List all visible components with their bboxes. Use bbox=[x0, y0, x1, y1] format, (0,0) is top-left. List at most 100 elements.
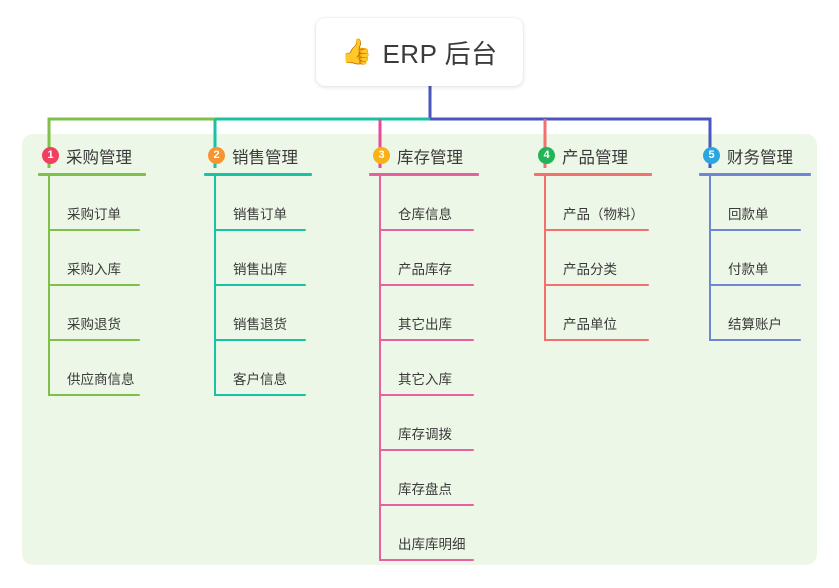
leaf-item-label: 产品库存 bbox=[398, 262, 452, 277]
leaf-item-label: 产品单位 bbox=[563, 317, 617, 332]
leaf-item-label: 销售订单 bbox=[233, 207, 287, 222]
branch-header-2[interactable]: 2 销售管理 bbox=[204, 143, 356, 168]
branch-header-rule-3 bbox=[369, 173, 479, 176]
branch-item-list-5: 回款单付款单结算账户 bbox=[699, 176, 839, 341]
leaf-item[interactable]: 其它入库 bbox=[369, 341, 521, 396]
branch-item-list-2: 销售订单销售出库销售退货客户信息 bbox=[204, 176, 356, 396]
leaf-item[interactable]: 产品库存 bbox=[369, 231, 521, 286]
leaf-item[interactable]: 销售退货 bbox=[204, 286, 356, 341]
leaf-item-rule bbox=[214, 284, 306, 286]
branch-header-rule-2 bbox=[204, 173, 312, 176]
leaf-item-rule bbox=[214, 394, 306, 396]
branch-spine-3 bbox=[379, 176, 381, 561]
leaf-item-label: 销售出库 bbox=[233, 262, 287, 277]
branch-column-1: 1 采购管理采购订单采购入库采购退货供应商信息 bbox=[38, 143, 190, 396]
leaf-item-label: 销售退货 bbox=[233, 317, 287, 332]
branch-header-1[interactable]: 1 采购管理 bbox=[38, 143, 190, 168]
leaf-item-rule bbox=[379, 394, 474, 396]
branch-badge-5: 5 bbox=[703, 147, 720, 164]
leaf-item[interactable]: 供应商信息 bbox=[38, 341, 190, 396]
branch-badge-1: 1 bbox=[42, 147, 59, 164]
leaf-item[interactable]: 产品（物料） bbox=[534, 176, 694, 231]
leaf-item-label: 回款单 bbox=[728, 207, 769, 222]
leaf-item-label: 仓库信息 bbox=[398, 207, 452, 222]
branch-header-rule-5 bbox=[699, 173, 811, 176]
leaf-item-rule bbox=[379, 339, 474, 341]
leaf-item[interactable]: 其它出库 bbox=[369, 286, 521, 341]
leaf-item-label: 客户信息 bbox=[233, 372, 287, 387]
branch-header-5[interactable]: 5 财务管理 bbox=[699, 143, 839, 168]
leaf-item-label: 其它出库 bbox=[398, 317, 452, 332]
branch-badge-4: 4 bbox=[538, 147, 555, 164]
leaf-item-rule bbox=[48, 229, 140, 231]
leaf-item[interactable]: 销售订单 bbox=[204, 176, 356, 231]
branch-header-4[interactable]: 4 产品管理 bbox=[534, 143, 694, 168]
branch-title-1: 采购管理 bbox=[66, 148, 132, 167]
branch-header-rule-1 bbox=[38, 173, 146, 176]
branch-column-3: 3 库存管理仓库信息产品库存其它出库其它入库库存调拨库存盘点出库库明细 bbox=[369, 143, 521, 561]
branch-item-list-1: 采购订单采购入库采购退货供应商信息 bbox=[38, 176, 190, 396]
leaf-item[interactable]: 结算账户 bbox=[699, 286, 839, 341]
leaf-item-rule bbox=[214, 339, 306, 341]
leaf-item[interactable]: 采购入库 bbox=[38, 231, 190, 286]
leaf-item[interactable]: 库存调拨 bbox=[369, 396, 521, 451]
leaf-item-label: 出库库明细 bbox=[398, 537, 466, 552]
leaf-item[interactable]: 库存盘点 bbox=[369, 451, 521, 506]
leaf-item-rule bbox=[48, 339, 140, 341]
leaf-item-label: 库存调拨 bbox=[398, 427, 452, 442]
branch-header-rule-4 bbox=[534, 173, 652, 176]
branch-title-3: 库存管理 bbox=[397, 148, 463, 167]
branch-title-2: 销售管理 bbox=[232, 148, 298, 167]
branch-item-list-3: 仓库信息产品库存其它出库其它入库库存调拨库存盘点出库库明细 bbox=[369, 176, 521, 561]
leaf-item[interactable]: 仓库信息 bbox=[369, 176, 521, 231]
branch-badge-2: 2 bbox=[208, 147, 225, 164]
leaf-item[interactable]: 产品单位 bbox=[534, 286, 694, 341]
leaf-item-label: 采购入库 bbox=[67, 262, 121, 277]
branch-badge-3: 3 bbox=[373, 147, 390, 164]
leaf-item[interactable]: 出库库明细 bbox=[369, 506, 521, 561]
leaf-item-label: 其它入库 bbox=[398, 372, 452, 387]
leaf-item[interactable]: 付款单 bbox=[699, 231, 839, 286]
branch-spine-4 bbox=[544, 176, 546, 341]
leaf-item-rule bbox=[48, 284, 140, 286]
leaf-item-rule bbox=[544, 229, 649, 231]
leaf-item-rule bbox=[379, 284, 474, 286]
leaf-item-rule bbox=[544, 339, 649, 341]
branch-spine-2 bbox=[214, 176, 216, 396]
leaf-item-rule bbox=[379, 229, 474, 231]
leaf-item[interactable]: 采购退货 bbox=[38, 286, 190, 341]
leaf-item-label: 采购订单 bbox=[67, 207, 121, 222]
leaf-item[interactable]: 销售出库 bbox=[204, 231, 356, 286]
leaf-item-label: 付款单 bbox=[728, 262, 769, 277]
root-node-content: 👍 ERP 后台 bbox=[341, 34, 497, 71]
leaf-item-label: 产品（物料） bbox=[563, 207, 644, 222]
branch-column-5: 5 财务管理回款单付款单结算账户 bbox=[699, 143, 839, 341]
leaf-item-rule bbox=[48, 394, 140, 396]
branch-column-4: 4 产品管理产品（物料） 产品分类产品单位 bbox=[534, 143, 694, 341]
branch-item-list-4: 产品（物料） 产品分类产品单位 bbox=[534, 176, 694, 341]
leaf-item-rule bbox=[544, 284, 649, 286]
thumbs-up-icon: 👍 bbox=[341, 37, 373, 66]
leaf-item[interactable]: 客户信息 bbox=[204, 341, 356, 396]
branch-header-3[interactable]: 3 库存管理 bbox=[369, 143, 521, 168]
leaf-item[interactable]: 回款单 bbox=[699, 176, 839, 231]
leaf-item[interactable]: 采购订单 bbox=[38, 176, 190, 231]
root-node-title: ERP 后台 bbox=[382, 38, 498, 69]
leaf-item-label: 结算账户 bbox=[728, 317, 782, 332]
branch-spine-1 bbox=[48, 176, 50, 396]
branch-column-2: 2 销售管理销售订单销售出库销售退货客户信息 bbox=[204, 143, 356, 396]
leaf-item-rule bbox=[379, 504, 474, 506]
leaf-item-rule bbox=[709, 229, 801, 231]
leaf-item-label: 产品分类 bbox=[563, 262, 617, 277]
leaf-item[interactable]: 产品分类 bbox=[534, 231, 694, 286]
root-node-erp-backend[interactable]: 👍 ERP 后台 bbox=[316, 18, 523, 86]
branch-title-4: 产品管理 bbox=[562, 148, 628, 167]
branch-title-5: 财务管理 bbox=[727, 148, 793, 167]
leaf-item-label: 库存盘点 bbox=[398, 482, 452, 497]
diagram-panel-background bbox=[22, 134, 817, 565]
leaf-item-rule bbox=[379, 449, 474, 451]
leaf-item-rule bbox=[709, 339, 801, 341]
leaf-item-rule bbox=[214, 229, 306, 231]
